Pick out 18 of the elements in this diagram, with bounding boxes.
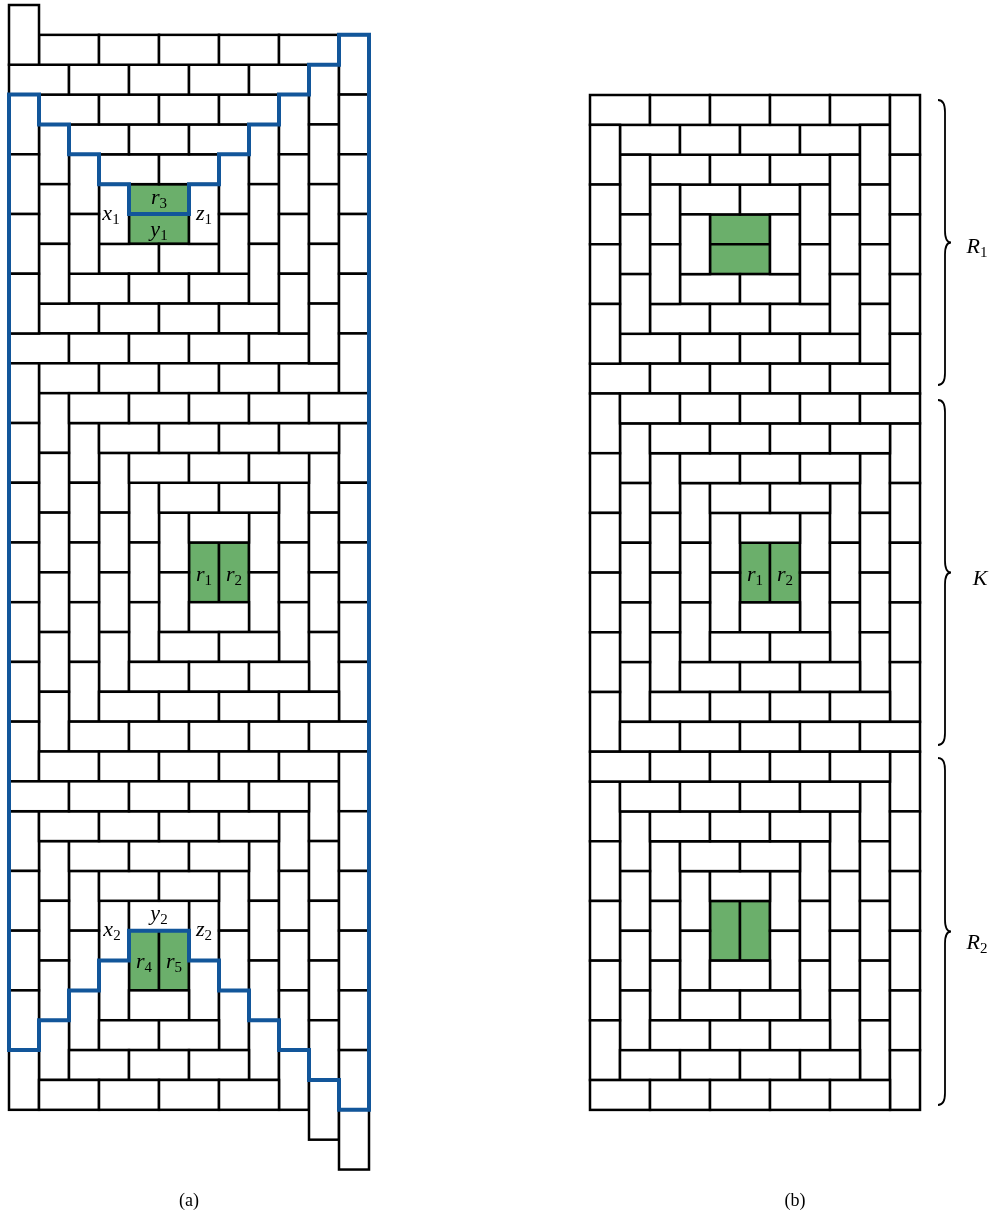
math-label: y$_{1}$ [150,218,168,240]
math-label: z$_{1}$ [195,202,213,224]
math-label: r$_{4}$ [135,950,153,972]
panel-caption: (b) [784,1191,806,1209]
math-label: z$_{2}$ [195,918,213,940]
math-label: r$_{2}$ [776,563,794,585]
math-label: r$_{3}$ [150,186,168,208]
math-label: r$_{2}$ [225,563,243,585]
math-label: r$_{5}$ [165,950,183,972]
math-label: y$_{2}$ [150,902,168,924]
panel-caption: (a) [179,1191,199,1209]
math-label: x$_{2}$ [103,918,121,940]
math-label: K [972,567,988,589]
math-label: r$_{1}$ [195,563,213,585]
math-label: R$_{1}$ [966,235,988,257]
math-label: R$_{2}$ [966,931,988,953]
math-label: r$_{1}$ [746,563,764,585]
math-label: x$_{1}$ [102,202,120,224]
